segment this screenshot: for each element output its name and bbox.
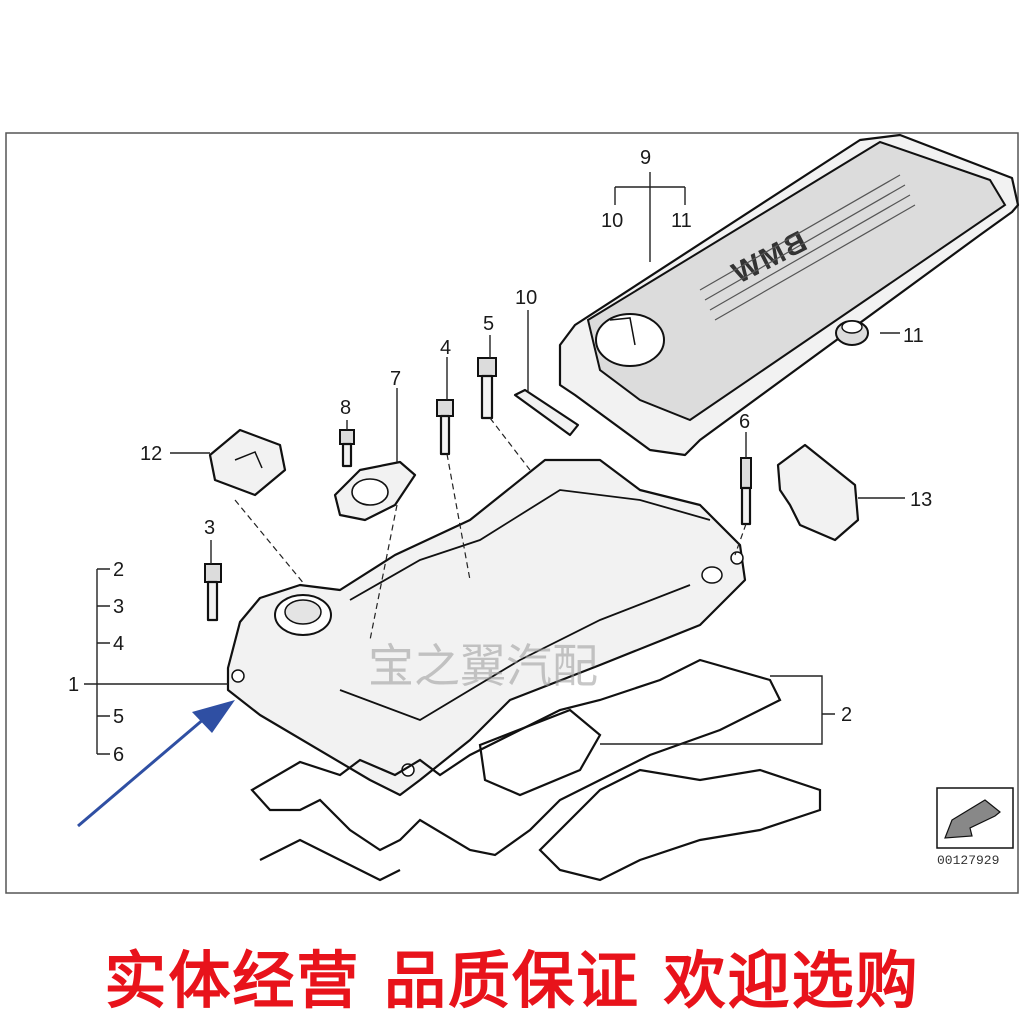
callout-3-left: 3 — [113, 596, 124, 618]
callout-2-top: 2 — [113, 559, 124, 581]
callout-7: 7 — [390, 368, 401, 390]
callout-5-left: 5 — [113, 706, 124, 728]
callout-5: 5 — [483, 313, 494, 335]
gasket-set — [250, 658, 822, 882]
callouts: 9 10 11 10 11 5 4 7 8 6 12 13 3 2 3 4 1 … — [68, 147, 932, 766]
diagram-frame — [5, 132, 1019, 894]
callout-6-left: 6 — [113, 744, 124, 766]
callout-4: 4 — [440, 337, 451, 359]
callout-12: 12 — [140, 443, 162, 465]
seal-flange — [333, 460, 417, 522]
bolt-3 — [204, 563, 222, 622]
diagram-id: 00127929 — [937, 853, 999, 868]
stud-6 — [740, 457, 752, 526]
callout-4-left: 4 — [113, 633, 124, 655]
bracket-13 — [776, 443, 860, 542]
seal-strip-10 — [513, 388, 580, 437]
callout-1: 1 — [68, 674, 79, 696]
blue-arrow — [77, 700, 235, 828]
bolt-4 — [436, 399, 454, 456]
callout-2-right: 2 — [841, 704, 852, 726]
orientation-icon — [936, 787, 1014, 849]
callout-10: 10 — [515, 287, 537, 309]
leader-lines — [84, 172, 905, 755]
watermark: 宝之翼汽配 — [368, 639, 598, 693]
callout-13: 13 — [910, 489, 932, 511]
bolt-8 — [339, 429, 355, 468]
grommet-11 — [835, 320, 869, 346]
callout-6: 6 — [739, 411, 750, 433]
promo-slogan: 实体经营 品质保证 欢迎选购 — [104, 944, 920, 1017]
engine-cover: BMW — [558, 133, 1020, 457]
callout-9: 9 — [640, 147, 651, 169]
callout-11: 11 — [903, 325, 924, 347]
bolt-5 — [477, 357, 497, 420]
callout-11-top: 11 — [671, 210, 692, 232]
callout-3: 3 — [204, 517, 215, 539]
valve-cover — [226, 458, 747, 797]
callout-10-top: 10 — [601, 210, 623, 232]
callout-8: 8 — [340, 397, 351, 419]
oil-filler-cap — [208, 428, 287, 497]
